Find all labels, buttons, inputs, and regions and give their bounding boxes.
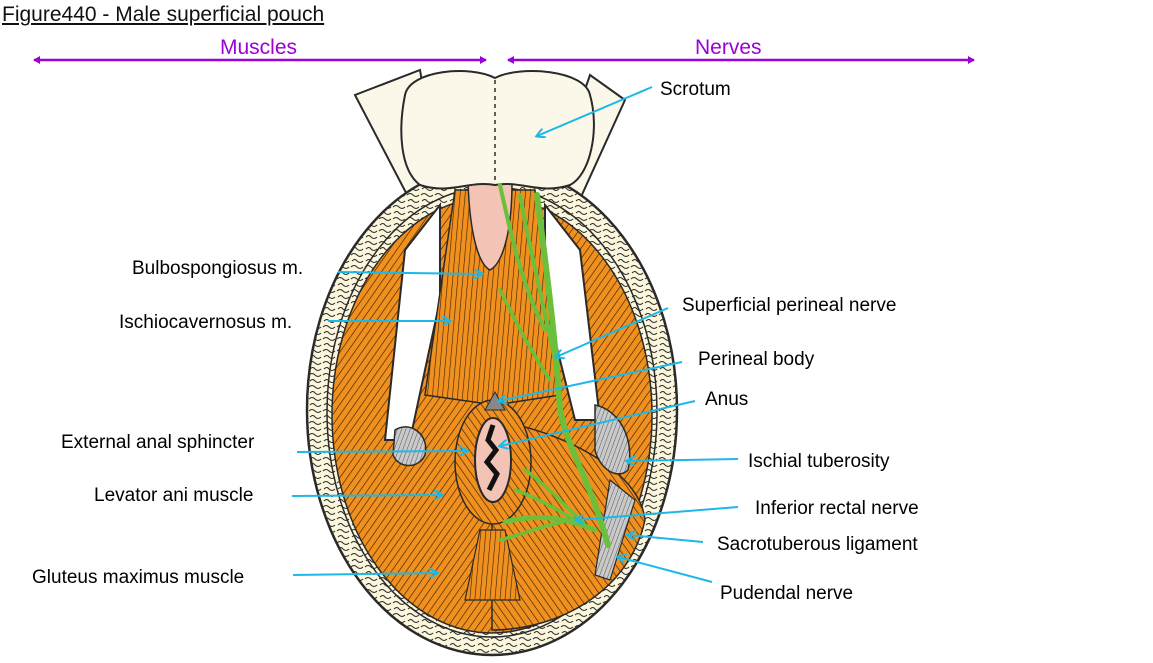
leader-pudendal-nerve [618, 557, 713, 583]
bulbospongiosus-muscle [424, 189, 561, 406]
superficial-perineal-nerve-trunk [534, 192, 611, 548]
label-superficial-perineal-nerve: Superficial perineal nerve [682, 295, 897, 316]
leader-lines-right [499, 86, 739, 583]
inferior-rectal-branch [498, 518, 572, 542]
leader-levator-ani [291, 495, 442, 496]
leader-inferior-rectal-nerve [576, 506, 739, 520]
label-bulbospongiosus: Bulbospongiosus m. [132, 258, 304, 279]
leader-scrotum [537, 86, 653, 136]
leader-bulbospongiosus [337, 272, 482, 274]
label-levator-ani: Levator ani muscle [94, 485, 254, 506]
nerve-branch [498, 183, 547, 332]
figure-title: Figure440 - Male superficial pouch [2, 3, 325, 26]
section-nerves-label: Nerves [695, 36, 762, 59]
leader-lines-left [291, 272, 482, 575]
nerve-branch [518, 193, 557, 362]
label-ischial-tuberosity: Ischial tuberosity [748, 451, 890, 472]
label-gluteus-maximus: Gluteus maximus muscle [32, 567, 245, 588]
ischial-tuberosity-left [392, 426, 427, 467]
nerve-branch [498, 288, 552, 382]
anococcygeal-body [464, 529, 521, 601]
scrotum-shape [400, 70, 595, 190]
label-sacrotuberous-ligament: Sacrotuberous ligament [717, 534, 918, 555]
section-muscles-label: Muscles [220, 36, 298, 59]
leader-gluteus-maximus [292, 573, 437, 575]
label-ischiocavernosus: Ischiocavernosus m. [119, 312, 293, 333]
leader-superficial-perineal-nerve [556, 307, 669, 357]
nerves [498, 183, 611, 548]
label-perineal-body: Perineal body [698, 349, 815, 370]
label-inferior-rectal-nerve: Inferior rectal nerve [755, 498, 919, 519]
leader-sacrotuberous-ligament [628, 535, 704, 543]
sacrotuberous-ligament-shape [594, 478, 636, 581]
leader-external-anal-sphincter [296, 451, 467, 452]
anal-canal [483, 424, 500, 492]
leader-ischial-tuberosity [627, 459, 739, 461]
leader-perineal-body [499, 361, 683, 401]
label-external-anal-sphincter: External anal sphincter [61, 432, 255, 453]
anus-shape [474, 417, 512, 503]
inferior-rectal-branch [513, 488, 577, 522]
leader-anus [500, 400, 696, 446]
penis-bulb [467, 181, 513, 271]
label-pudendal-nerve: Pudendal nerve [720, 583, 854, 604]
label-scrotum: Scrotum [660, 79, 731, 100]
label-anus: Anus [705, 389, 749, 410]
